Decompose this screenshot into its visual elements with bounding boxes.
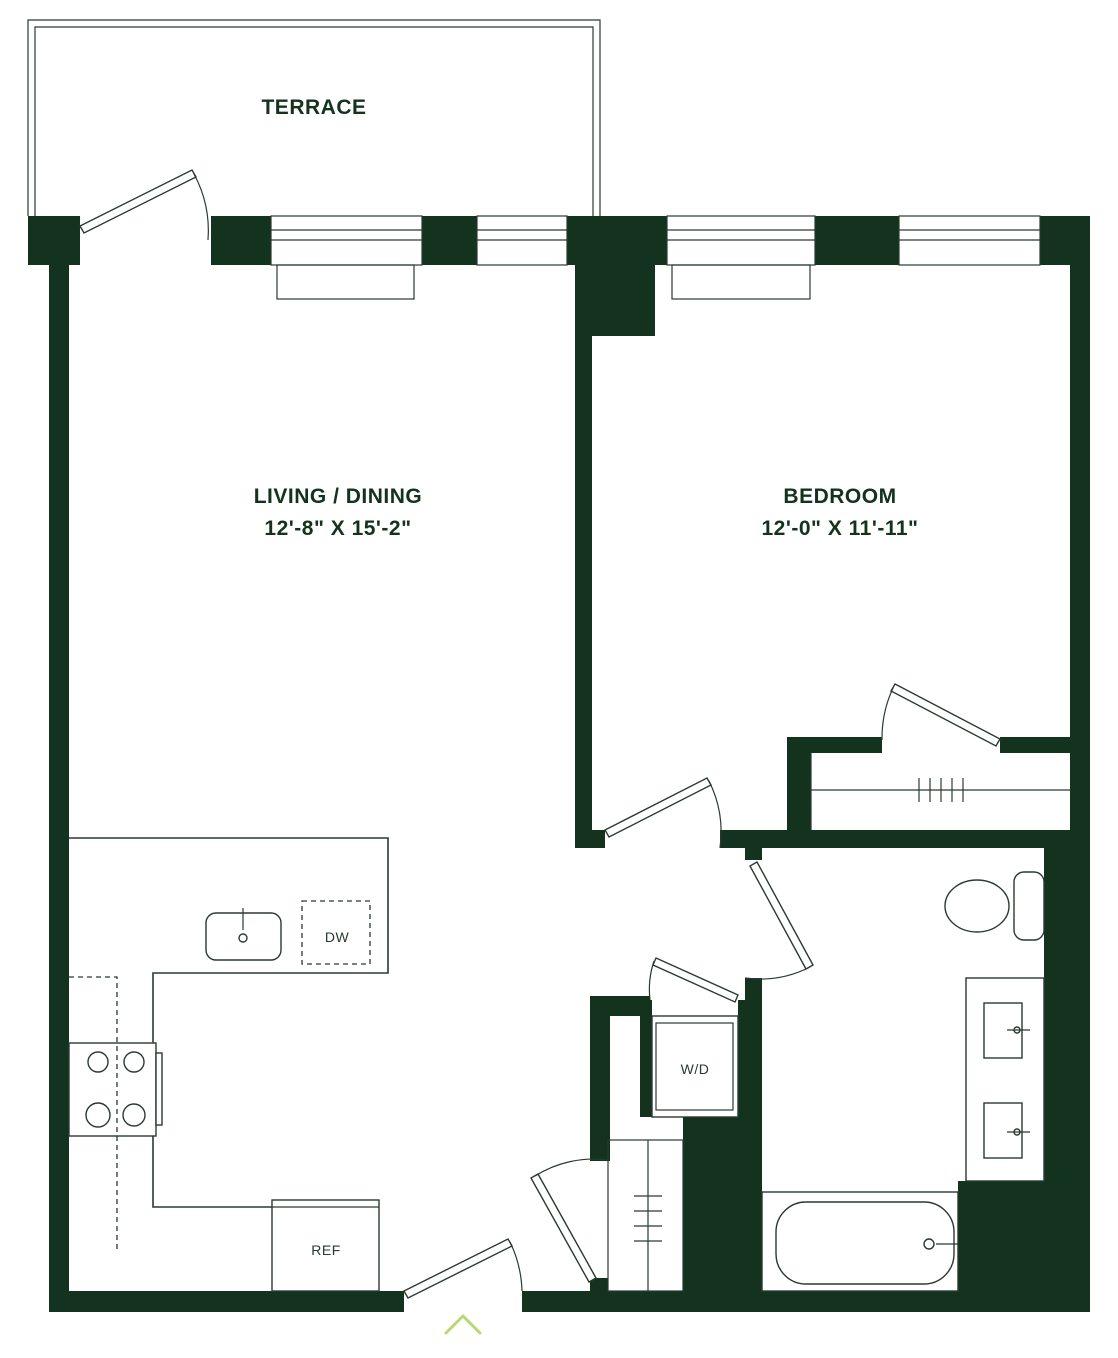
dishwasher <box>301 900 371 965</box>
refrigerator-label: REF <box>311 1242 341 1258</box>
windows <box>270 215 1041 300</box>
burner-icon <box>123 1051 145 1073</box>
entry-chevron-icon <box>444 1314 482 1335</box>
bedroom-dimensions: 12'-0" X 11'-11" <box>762 517 919 540</box>
walls <box>28 216 1090 1312</box>
living-dining-dimensions: 12'-8" X 15'-2" <box>264 517 411 540</box>
kitchen <box>68 837 389 1292</box>
coat-closet <box>607 1139 684 1292</box>
refrigerator <box>271 1199 380 1292</box>
laundry-door <box>648 957 739 1003</box>
terrace-door <box>79 169 209 241</box>
bedroom-closet <box>810 753 1070 830</box>
terrace-label: TERRACE <box>261 96 366 119</box>
burner-icon <box>122 1103 146 1127</box>
washer-dryer-label: W/D <box>681 1061 710 1077</box>
living-dining-label: LIVING / DINING <box>254 485 423 508</box>
bathroom <box>761 871 1045 1292</box>
washer-dryer <box>651 1015 739 1118</box>
bathroom-door <box>744 861 814 980</box>
entry-door <box>403 1238 523 1299</box>
dishwasher-label: DW <box>325 929 350 945</box>
bedroom-label: BEDROOM <box>783 485 896 508</box>
burner-icon <box>87 1051 109 1073</box>
doors <box>79 169 1001 1299</box>
bedroom-door <box>604 777 722 849</box>
bathtub <box>761 1191 959 1292</box>
toilet <box>944 871 1045 941</box>
terrace-outline <box>27 19 601 216</box>
burner-icon <box>85 1102 111 1128</box>
coat-closet-door <box>530 1158 609 1283</box>
closet-door <box>881 683 1001 747</box>
